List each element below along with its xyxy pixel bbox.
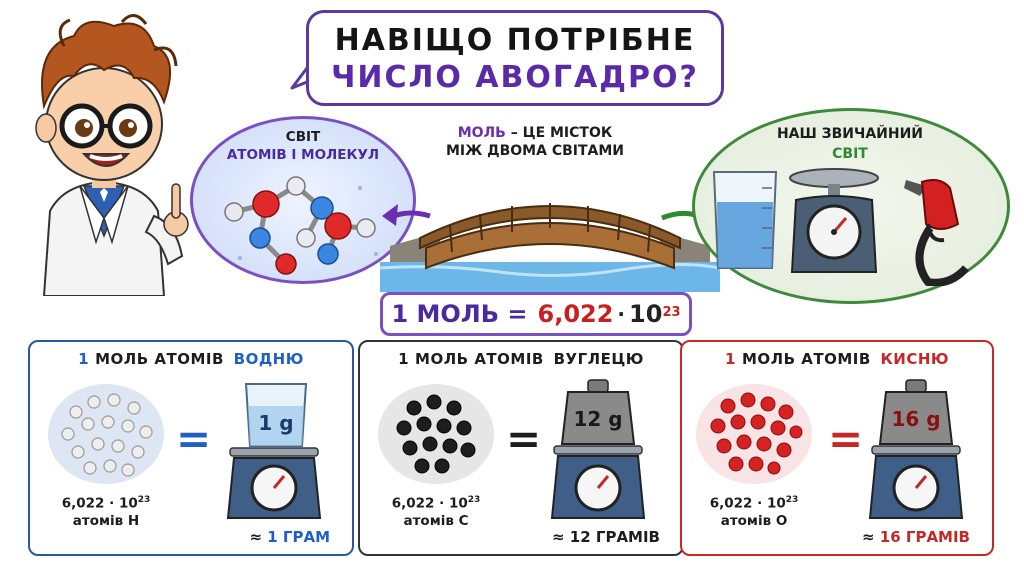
panel-hydrogen: 1 МОЛЬ АТОМІВ ВОДНЮ 6,022 · 1023 атомів H… [28, 340, 354, 556]
panel-title-number: 1 [725, 350, 736, 368]
kitchen-scale-icon [789, 168, 879, 273]
molecule-icon [224, 176, 378, 275]
approx-value: 1 ГРАМ [267, 528, 330, 546]
atom-count-value: 6,022 · 10 [709, 495, 786, 512]
scientist-illustration [35, 14, 189, 296]
panel-title-element: КИСНЮ [880, 350, 949, 368]
atom-count-exponent: 23 [137, 495, 151, 505]
approx-mass: ≈ 1 ГРАМ [249, 528, 330, 546]
title-line-1: НАВІЩО ПОТРІБНЕ [334, 23, 696, 58]
approx-symbol: ≈ [249, 528, 263, 546]
panel-title: 1 МОЛЬ АТОМІВ КИСНЮ [682, 350, 992, 368]
weight-on-scale-icon: 16 g [868, 379, 964, 519]
panel-title-element: ВОДНЮ [233, 350, 304, 368]
atom-count-value: 6,022 · 10 [391, 495, 468, 512]
atom-cluster-icon [696, 384, 812, 484]
formula-value: 6,022 [537, 300, 614, 328]
formula-left: 1 МОЛЬ = [391, 300, 528, 328]
approx-mass: ≈ 16 ГРАМІВ [862, 528, 970, 546]
macro-world-title-line-1: НАШ ЗВИЧАЙНИЙ [776, 126, 924, 142]
micro-world-circle [190, 116, 416, 284]
approx-value: 12 ГРАМІВ [569, 528, 660, 546]
bridge-caption-highlight: МОЛЬ [457, 125, 506, 141]
panel-carbon: 1 МОЛЬ АТОМІВ ВУГЛЕЦЮ 6,022 · 1023 атомів… [358, 340, 684, 556]
approx-symbol: ≈ [551, 528, 565, 546]
arrow-left-icon [382, 204, 431, 226]
weight-on-scale-icon: 12 g [550, 379, 646, 519]
title-line-2: ЧИСЛО АВОГАДРО? [331, 60, 699, 95]
bridge-caption-line-1: – ЦЕ МІСТОК [505, 125, 613, 141]
atom-count: 6,022 · 1023 атомів C [378, 492, 494, 530]
approx-symbol: ≈ [861, 528, 875, 546]
beaker-icon [712, 171, 778, 269]
beaker-on-scale-icon: 1 g [226, 383, 322, 519]
equals-sign: = [176, 414, 212, 463]
panel-title: 1 МОЛЬ АТОМІВ ВОДНЮ [30, 350, 352, 368]
panel-title-middle: МОЛЬ АТОМІВ [741, 350, 871, 368]
formula-dot: · [617, 302, 626, 326]
atom-count-label: атомів O [720, 512, 788, 529]
micro-world-title: СВІТ АТОМІВ І МОЛЕКУЛ [190, 128, 416, 164]
approx-mass: ≈ 12 ГРАМІВ [552, 528, 660, 546]
approx-value: 16 ГРАМІВ [879, 528, 970, 546]
panel-oxygen: 1 МОЛЬ АТОМІВ КИСНЮ 6,022 · 1023 атомів O… [680, 340, 994, 556]
micro-world-title-line-1: СВІТ [285, 129, 321, 145]
formula-exponent: 23 [662, 304, 681, 320]
panel-title-element: ВУГЛЕЦЮ [553, 350, 644, 368]
bridge-caption-line-2: МІЖ ДВОМА СВІТАМИ [445, 143, 625, 159]
fuel-nozzle-icon [904, 179, 969, 286]
macro-world-title-line-2: СВІТ [832, 146, 868, 162]
atom-count-exponent: 23 [467, 495, 481, 505]
panel-title-number: 1 [398, 350, 410, 368]
panel-title-number: 1 [78, 350, 90, 368]
weight-label: 12 g [573, 407, 622, 431]
bridge-caption: МОЛЬ – ЦЕ МІСТОК МІЖ ДВОМА СВІТАМИ [430, 124, 640, 160]
weight-label: 16 g [891, 407, 940, 431]
speech-bubble: НАВІЩО ПОТРІБНЕ ЧИСЛО АВОГАДРО? [306, 10, 724, 106]
weight-label: 1 g [258, 411, 293, 435]
micro-world-title-line-2: АТОМІВ І МОЛЕКУЛ [226, 147, 380, 163]
panel-title-middle: МОЛЬ АТОМІВ [415, 350, 544, 368]
macro-world-title: НАШ ЗВИЧАЙНИЙ СВІТ [760, 124, 940, 164]
atom-count-value: 6,022 · 10 [61, 495, 138, 512]
panel-title: 1 МОЛЬ АТОМІВ ВУГЛЕЦЮ [360, 350, 682, 368]
atom-cluster-icon [48, 384, 164, 484]
equals-sign: = [506, 414, 542, 463]
atom-count: 6,022 · 1023 атомів O [696, 492, 812, 530]
bridge-illustration [380, 203, 720, 292]
atom-count-label: атомів C [403, 512, 469, 529]
atom-count-label: атомів H [72, 512, 140, 529]
panel-title-middle: МОЛЬ АТОМІВ [95, 350, 224, 368]
formula-base: 10 [629, 300, 663, 328]
atom-cluster-icon [378, 384, 494, 484]
atom-count-exponent: 23 [785, 495, 799, 505]
atom-count: 6,022 · 1023 атомів H [48, 492, 164, 530]
equals-sign: = [828, 414, 864, 463]
